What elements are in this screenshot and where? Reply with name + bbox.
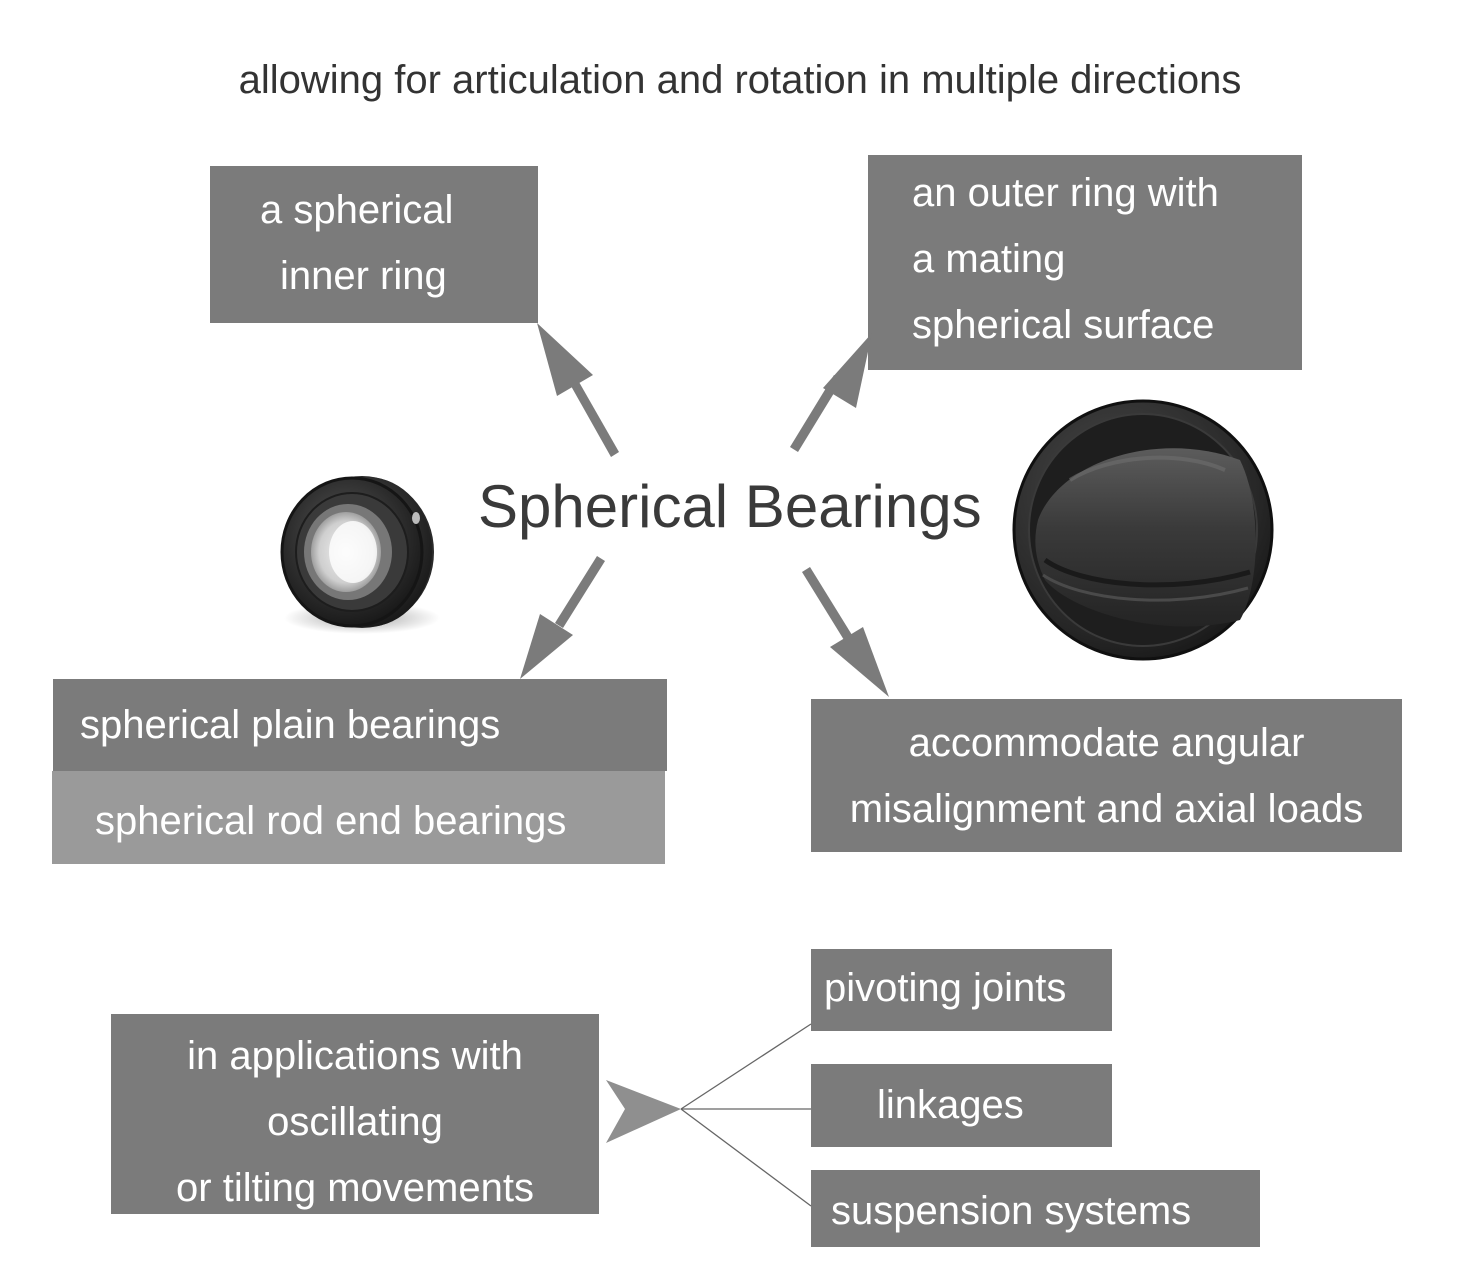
box-outer-ring-line-3: spherical surface — [912, 303, 1215, 347]
box-outer-ring: an outer ring with a mating spherical su… — [868, 155, 1302, 370]
connector-arrowhead — [606, 1080, 681, 1143]
box-misalignment-line-2: misalignment and axial loads — [849, 787, 1364, 831]
box-outer-ring-line-1: an outer ring with — [912, 171, 1219, 215]
large-bearing-image — [1012, 399, 1274, 661]
box-pivoting-joints-label: pivoting joints — [824, 966, 1067, 1010]
box-rod-end-bearings-label: spherical rod end bearings — [95, 799, 567, 843]
arrow-to-plain-bearings — [520, 556, 605, 679]
box-applications-line-1: in applications with — [187, 1034, 523, 1078]
box-suspension-systems-label: suspension systems — [831, 1189, 1192, 1233]
small-bearing-image — [280, 476, 440, 634]
box-plain-bearings: spherical plain bearings — [53, 679, 667, 771]
box-outer-ring-line-2: a mating — [912, 237, 1066, 281]
center-title: Spherical Bearings — [478, 473, 982, 540]
top-caption: allowing for articulation and rotation i… — [238, 58, 1242, 102]
connector-lines — [680, 1023, 812, 1207]
box-misalignment: accommodate angular misalignment and axi… — [811, 699, 1402, 852]
box-pivoting-joints: pivoting joints — [811, 949, 1112, 1031]
box-applications-line-2: oscillating — [267, 1100, 443, 1144]
box-rod-end-bearings: spherical rod end bearings — [52, 771, 665, 864]
box-suspension-systems: suspension systems — [811, 1170, 1260, 1247]
box-plain-bearings-label: spherical plain bearings — [80, 703, 501, 747]
box-inner-ring-line-1: a spherical — [260, 188, 454, 232]
box-applications: in applications with oscillating or tilt… — [111, 1014, 599, 1214]
arrow-to-inner-ring — [537, 323, 619, 457]
arrow-to-outer-ring — [790, 333, 872, 452]
box-applications-line-3: or tilting movements — [176, 1166, 534, 1210]
box-inner-ring-line-2: inner ring — [280, 254, 447, 298]
arrow-to-misalignment — [802, 567, 889, 697]
box-linkages-label: linkages — [877, 1083, 1024, 1127]
box-misalignment-line-1: accommodate angular — [908, 721, 1305, 765]
box-inner-ring: a spherical inner ring — [210, 166, 538, 323]
box-linkages: linkages — [811, 1064, 1112, 1147]
